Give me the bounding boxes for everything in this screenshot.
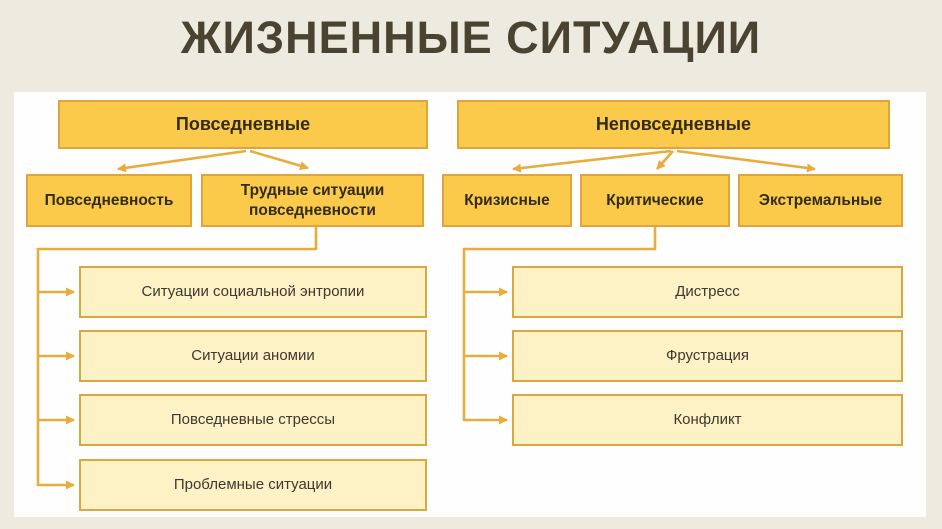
node-kriticheskie: Критические: [580, 174, 730, 227]
node-trudnye-situacii: Трудные ситуации повседневности: [201, 174, 424, 227]
edge-nepovsednevnye-kriticheskie: [656, 150, 674, 170]
node-konflikt: Конфликт: [512, 394, 903, 446]
edge-kriticheskie-trunk: [462, 227, 657, 425]
node-situacii-anomii: Ситуации аномии: [79, 330, 427, 382]
edge-trudnye-trunk: [36, 227, 318, 490]
edge-nepovsednevnye-krizisnye: [512, 149, 672, 173]
edge-povsednevnye-trudnye: [249, 149, 309, 171]
node-povsednevnye-stressy: Повседневные стрессы: [79, 394, 427, 446]
node-krizisnye: Кризисные: [442, 174, 572, 227]
node-problemnye-situacii: Проблемные ситуации: [79, 459, 427, 511]
node-ekstremalnye: Экстремальные: [738, 174, 903, 227]
node-situacii-socialnoj-entropii: Ситуации социальной энтропии: [79, 266, 427, 318]
node-nepovsednevnye: Неповседневные: [457, 100, 890, 149]
node-distress: Дистресс: [512, 266, 903, 318]
page-title: ЖИЗНЕННЫЕ СИТУАЦИИ: [180, 12, 762, 63]
node-povsednevnye: Повседневные: [58, 100, 428, 149]
node-povsednevnost: Повседневность: [26, 174, 192, 227]
node-frustracija: Фрустрация: [512, 330, 903, 382]
edge-nepovsednevnye-ekstremalnye: [676, 149, 816, 173]
edge-povsednevnye-povsednevnost: [117, 149, 247, 173]
